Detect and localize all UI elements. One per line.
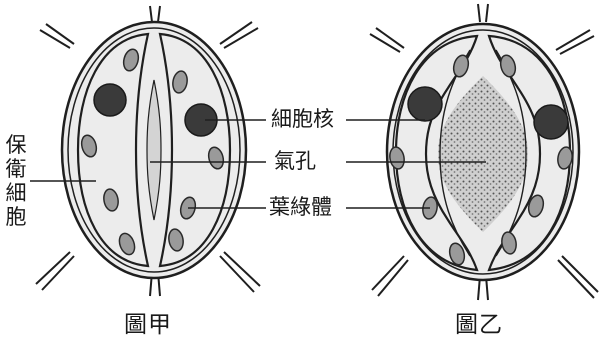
label-guard-cell: 保 衛 細 胞 <box>4 133 28 229</box>
label-guard-cell-char: 保 <box>4 133 28 157</box>
stoma-open-figure <box>370 4 598 300</box>
nucleus-left-a <box>94 84 126 116</box>
stoma-closed-figure <box>36 6 260 296</box>
label-nucleus: 細胞核 <box>271 109 334 130</box>
label-guard-cell-char: 胞 <box>4 205 28 229</box>
label-stoma: 氣孔 <box>274 151 316 172</box>
nucleus-left-b <box>408 87 442 121</box>
label-guard-cell-char: 細 <box>4 181 28 205</box>
caption-left: 圖甲 <box>124 314 172 337</box>
nucleus-right-b <box>534 105 568 139</box>
caption-right: 圖乙 <box>455 314 503 337</box>
label-guard-cell-char: 衛 <box>4 157 28 181</box>
label-chloroplast: 葉綠體 <box>269 197 332 218</box>
